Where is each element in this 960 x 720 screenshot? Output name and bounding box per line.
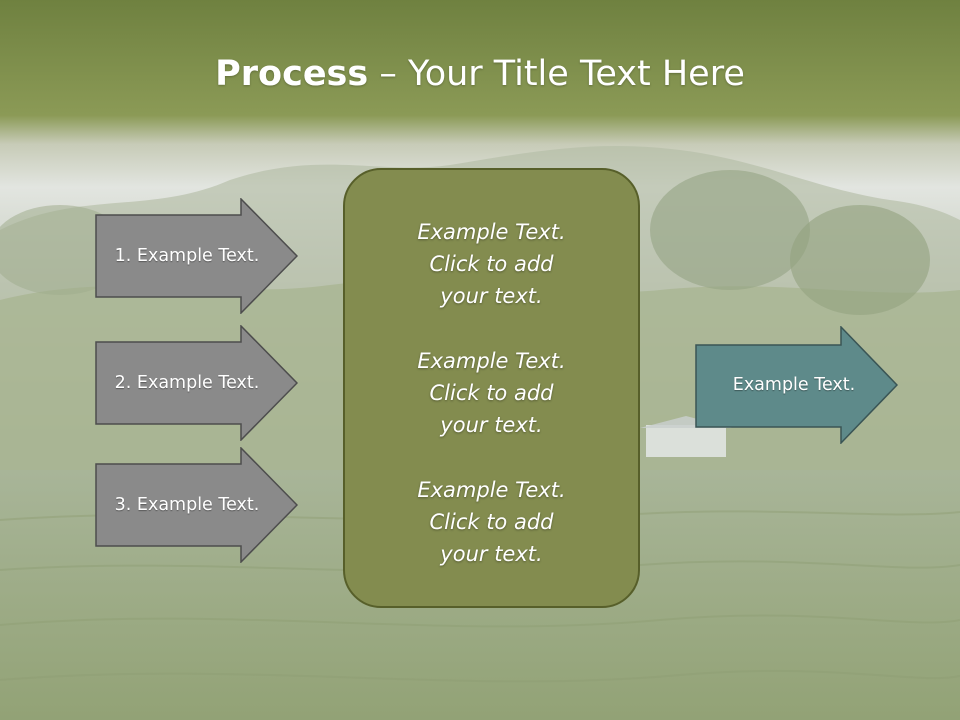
step-arrow-label: 2. Example Text.	[114, 373, 260, 393]
center-paragraph-2[interactable]: Example Text. Click to add your text.	[417, 348, 566, 437]
center-text-box[interactable]: Example Text. Click to add your text. Ex…	[343, 168, 640, 608]
center-paragraph-3[interactable]: Example Text. Click to add your text.	[417, 477, 566, 566]
step-arrow-2[interactable]: 2. Example Text.	[95, 325, 298, 441]
arrow-shape-icon	[695, 326, 898, 444]
step-arrow-3[interactable]: 3. Example Text.	[95, 447, 298, 563]
title-bold-part: Process	[215, 54, 369, 94]
arrow-shape-icon	[95, 447, 298, 563]
arrow-shape-icon	[95, 325, 298, 441]
step-arrow-1[interactable]: 1. Example Text.	[95, 198, 298, 314]
arrow-shape-icon	[95, 198, 298, 314]
result-arrow[interactable]: Example Text.	[695, 326, 898, 444]
result-arrow-label: Example Text.	[732, 375, 856, 395]
title-rest-part: – Your Title Text Here	[368, 54, 745, 94]
step-arrow-label: 1. Example Text.	[114, 246, 260, 266]
center-paragraph-1[interactable]: Example Text. Click to add your text.	[417, 220, 566, 309]
slide-title: Process – Your Title Text Here	[0, 48, 960, 100]
step-arrow-label: 3. Example Text.	[114, 495, 260, 515]
